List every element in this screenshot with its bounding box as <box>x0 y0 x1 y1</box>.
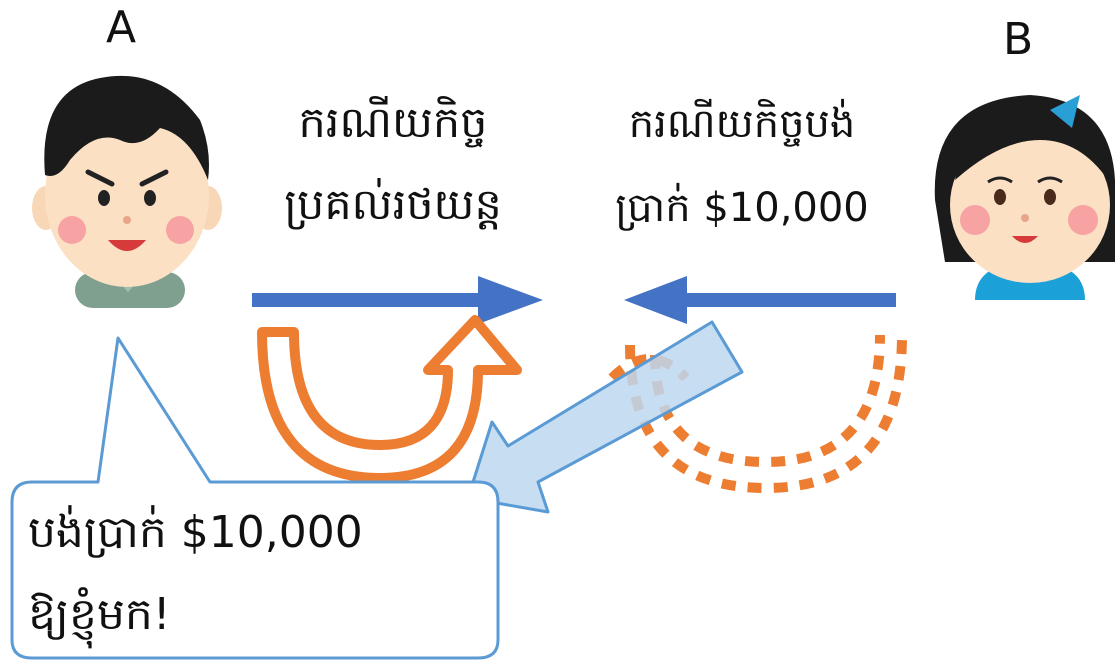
car-delivery-line-2: ប្រគល់រថយន្ត <box>284 180 502 230</box>
payment-obligation-text: ករណីយកិច្ចបង់ ប្រាក់ $10,000 <box>592 82 892 250</box>
payment-line-1: ករណីយកិច្ចបង់ <box>628 101 856 147</box>
speech-bubble-text: បង់ប្រាក់ $10,000 ឱ្យខ្ញុំមក! <box>28 492 363 656</box>
payment-line-2: ប្រាក់ $10,000 <box>615 185 869 231</box>
payment-arrow <box>624 276 896 324</box>
person-b-label: B <box>1003 14 1034 65</box>
orange-uturn-arrow <box>257 315 522 483</box>
person-b-avatar <box>934 95 1115 300</box>
car-delivery-line-1: ករណីយកិច្ច <box>298 98 488 148</box>
person-a-avatar <box>32 75 222 308</box>
speech-bubble <box>10 336 500 660</box>
transfer-arrow <box>466 320 744 514</box>
car-delivery-obligation-text: ករណីយកិច្ច ប្រគល់រថយន្ត <box>258 82 528 246</box>
speech-line-1: បង់ប្រាក់ $10,000 <box>28 507 363 558</box>
speech-line-2: ឱ្យខ្ញុំមក! <box>28 589 171 640</box>
person-a-label: A <box>106 2 137 53</box>
car-delivery-arrow <box>252 276 543 324</box>
